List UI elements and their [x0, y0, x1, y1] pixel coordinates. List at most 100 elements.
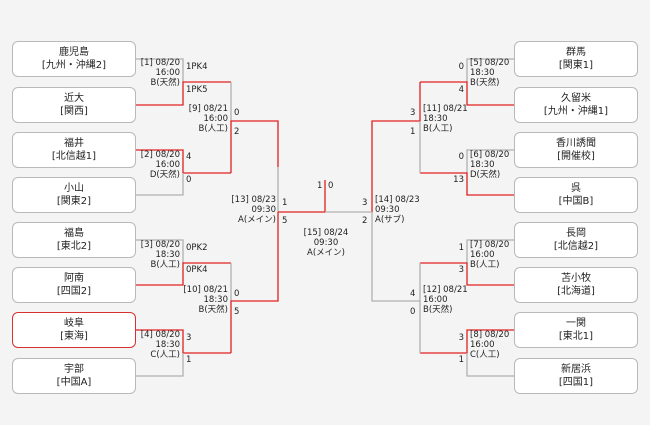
team-card-kagawa[interactable]: 香川誘聞 [開催校]	[514, 132, 638, 168]
team-card-fukui[interactable]: 福井 [北信越1]	[12, 132, 136, 168]
team-card-kurume[interactable]: 久留米 [九州・沖縄1]	[514, 87, 638, 123]
team-region: [九州・沖縄1]	[543, 106, 609, 117]
score: 0PK2	[186, 243, 208, 253]
team-card-anan[interactable]: 阿南 [四国2]	[12, 267, 136, 303]
score: 1	[317, 181, 323, 191]
score: 3	[362, 198, 368, 208]
line-L4	[136, 173, 184, 196]
team-region: [北信越1]	[51, 151, 97, 162]
line-L10b	[230, 212, 279, 353]
team-region: [東北1]	[558, 331, 594, 342]
team-card-fukushima[interactable]: 福島 [東北2]	[12, 222, 136, 258]
team-name: 福島	[64, 228, 84, 239]
team-card-gifu[interactable]: 岐阜[東海]	[12, 312, 136, 348]
score: 0	[234, 108, 240, 118]
line-R4	[420, 172, 514, 196]
team-name: 群馬	[566, 47, 586, 58]
line-L9b	[230, 120, 279, 173]
line-R6	[420, 262, 514, 286]
score: 1	[410, 127, 416, 137]
line-R11	[371, 82, 421, 212]
score: 3	[458, 265, 464, 275]
score: 1PK4	[186, 62, 208, 72]
team-name: 新居浜	[561, 364, 591, 375]
line-R8	[466, 353, 514, 377]
line-L5	[136, 239, 184, 263]
line-R12	[371, 212, 421, 302]
team-card-tomakomai[interactable]: 苫小牧 [北海道]	[514, 267, 638, 303]
team-region: [北信越2]	[553, 241, 599, 252]
team-name: 福井	[64, 138, 84, 149]
team-name: 香川誘聞	[556, 138, 596, 149]
score: 0	[328, 181, 334, 191]
line-R5	[466, 239, 514, 263]
line-R2	[420, 81, 514, 106]
team-card-kagoshima[interactable]: 鹿児島[九州・沖縄2]	[12, 41, 136, 77]
team-name: 呉	[571, 183, 581, 194]
team-card-kure[interactable]: 呉 [中国B]	[514, 177, 638, 213]
team-region: [北海道]	[557, 286, 595, 297]
team-region: [関西]	[60, 106, 88, 117]
team-region: [中国B]	[558, 196, 594, 207]
team-card-gunma[interactable]: 群馬 [関東1]	[514, 41, 638, 77]
team-region: [関東2]	[56, 196, 92, 207]
team-name: 岐阜	[64, 318, 84, 329]
line-L7	[136, 329, 231, 354]
team-name: 阿南	[64, 273, 84, 284]
score: 1	[282, 198, 288, 208]
score: 0	[458, 152, 464, 162]
team-card-niihama[interactable]: 新居浜 [四国1]	[514, 358, 638, 394]
team-region: [四国1]	[558, 377, 594, 388]
team-name: 一関	[566, 318, 586, 329]
score: 5	[282, 216, 288, 226]
team-card-nagaoka[interactable]: 長岡[北信越2]	[514, 222, 638, 258]
score: 4	[186, 152, 192, 162]
team-name: 久留米	[561, 93, 591, 104]
line-R1	[466, 58, 514, 82]
team-region: [関東1]	[558, 60, 594, 71]
team-name: 宇部	[64, 364, 84, 375]
score: 1	[458, 355, 464, 365]
team-region: [四国2]	[56, 286, 92, 297]
line-L2	[136, 81, 231, 106]
score: 2	[362, 216, 368, 226]
score: 3	[458, 333, 464, 343]
score: 1	[186, 355, 192, 365]
line-L1	[136, 58, 184, 82]
score: 0	[458, 62, 464, 72]
team-card-ichinoseki[interactable]: 一関 [東北1]	[514, 312, 638, 348]
team-card-ube[interactable]: 宇部[中国A]	[12, 358, 136, 394]
score: 13	[453, 175, 464, 185]
team-name: 小山	[64, 183, 84, 194]
team-region: [開催校]	[557, 151, 595, 162]
line-L6	[136, 262, 231, 286]
team-region: [東北2]	[56, 241, 92, 252]
team-name: 苫小牧	[561, 273, 591, 284]
line-R7	[420, 329, 514, 354]
score: 1PK5	[186, 85, 208, 95]
score: 3	[410, 108, 416, 118]
score: 2	[234, 127, 240, 137]
line-L3a	[136, 149, 184, 173]
team-region: [九州・沖縄2]	[41, 60, 107, 71]
score: 4	[458, 85, 464, 95]
score: 0PK4	[186, 265, 208, 275]
team-name: 近大	[64, 93, 84, 104]
score: 0	[410, 307, 416, 317]
team-card-kindai[interactable]: 近大 [関西]	[12, 87, 136, 123]
score: 0	[186, 175, 192, 185]
score: 3	[186, 333, 192, 343]
team-card-oyama[interactable]: 小山 [関東2]	[12, 177, 136, 213]
score: 5	[234, 307, 240, 317]
